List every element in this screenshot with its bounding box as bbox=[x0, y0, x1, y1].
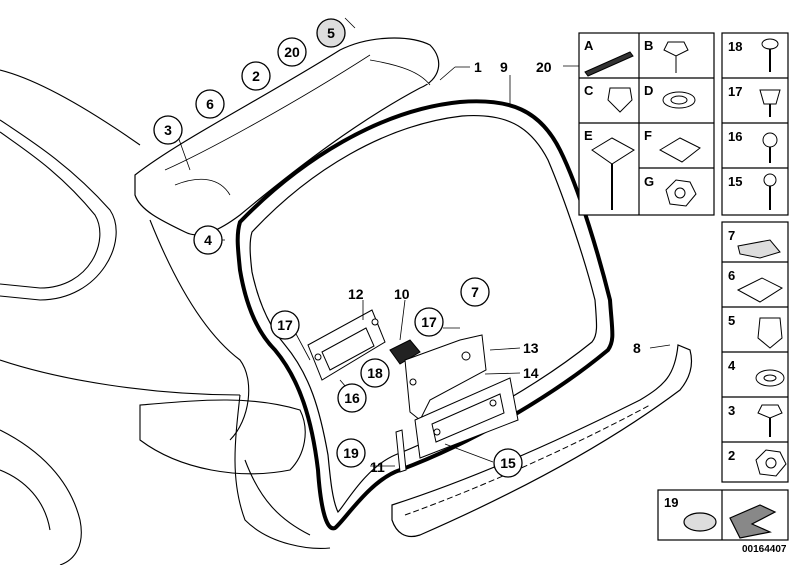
parts-grid-icons bbox=[584, 41, 701, 210]
callout-1: 1 bbox=[474, 59, 482, 75]
parts-column-icons bbox=[736, 38, 787, 477]
callout-11: 11 bbox=[370, 459, 385, 475]
grid-label-D: D bbox=[644, 83, 653, 98]
col-label-2: 2 bbox=[728, 448, 735, 463]
screw-3-icon bbox=[757, 404, 783, 419]
parts-grid bbox=[578, 32, 715, 216]
callout-17a-circle bbox=[270, 310, 300, 340]
clip-6-icon bbox=[736, 277, 784, 303]
callout-20-circle bbox=[277, 37, 307, 67]
diagram-id: 00164407 bbox=[742, 544, 787, 555]
parts-grid-labels: A B C D E F G bbox=[584, 38, 654, 189]
cap-7-icon bbox=[737, 239, 781, 259]
callout-15: 15 bbox=[500, 455, 516, 471]
col-label-6: 6 bbox=[728, 268, 735, 283]
rear-spoiler bbox=[134, 17, 440, 236]
bottom-label-19: 19 bbox=[664, 495, 678, 510]
license-plate-bracket bbox=[404, 334, 487, 421]
clip-17-icon bbox=[759, 89, 781, 105]
clip-icon bbox=[607, 87, 633, 113]
callout-4-circle bbox=[193, 225, 223, 255]
callout-7: 7 bbox=[471, 284, 479, 300]
callout-9: 9 bbox=[500, 59, 508, 75]
callout-12: 12 bbox=[348, 286, 364, 302]
nut-clip-icon bbox=[591, 137, 635, 165]
grid-label-F: F bbox=[644, 128, 652, 143]
screw-15-icon bbox=[763, 173, 777, 187]
clip-5-icon bbox=[757, 317, 783, 349]
callout-20b: 20 bbox=[284, 44, 300, 60]
col-label-18: 18 bbox=[728, 39, 742, 54]
callout-16: 16 bbox=[344, 390, 360, 406]
cap-19-icon bbox=[683, 512, 717, 532]
callout-7-circle bbox=[460, 277, 490, 307]
callout-8: 8 bbox=[633, 340, 641, 356]
col-label-7: 7 bbox=[728, 228, 735, 243]
callout-16-circle bbox=[337, 383, 367, 413]
col-label-17: 17 bbox=[728, 84, 742, 99]
callout-14: 14 bbox=[523, 365, 539, 381]
callout-19: 19 bbox=[343, 445, 359, 461]
callout-3: 3 bbox=[164, 122, 172, 138]
callout-4: 4 bbox=[204, 232, 212, 248]
vehicle-body bbox=[0, 69, 331, 565]
callout-17b-circle bbox=[414, 307, 444, 337]
col-label-16: 16 bbox=[728, 129, 742, 144]
cable-tie-icon bbox=[584, 51, 634, 77]
license-bracket-left bbox=[307, 309, 386, 381]
callout-6: 6 bbox=[206, 96, 214, 112]
screw-16-icon bbox=[762, 132, 778, 148]
spring-nut-icon bbox=[658, 137, 701, 163]
callout-17b: 17 bbox=[421, 314, 437, 330]
grid-label-A: A bbox=[584, 38, 594, 53]
trim-strip-rod bbox=[395, 429, 407, 473]
screw-18-icon bbox=[761, 38, 779, 50]
bottom-panel bbox=[657, 489, 789, 541]
parts-column-labels: 18 17 16 15 7 6 5 4 3 2 bbox=[728, 39, 742, 463]
callout-17a: 17 bbox=[277, 317, 293, 333]
callout-20: 20 bbox=[536, 59, 552, 75]
screw-head-icon bbox=[663, 41, 689, 57]
grid-label-B: B bbox=[644, 38, 653, 53]
grid-label-G: G bbox=[644, 174, 654, 189]
callout-10: 10 bbox=[394, 286, 410, 302]
col-label-5: 5 bbox=[728, 313, 735, 328]
callouts: 1 9 20 3 6 2 20 5 4 12 10 7 17 17 13 14 … bbox=[153, 18, 641, 478]
license-plate-frame bbox=[414, 377, 519, 459]
lower-trim bbox=[391, 344, 693, 538]
arrow-icon bbox=[729, 504, 777, 539]
parts-column bbox=[721, 32, 789, 483]
callout-3-circle bbox=[153, 115, 183, 145]
grid-label-E: E bbox=[584, 128, 593, 143]
callout-2-circle bbox=[241, 61, 271, 91]
col-label-15: 15 bbox=[728, 174, 742, 189]
callout-19-circle bbox=[336, 438, 366, 468]
callout-13: 13 bbox=[523, 340, 539, 356]
switch-module bbox=[389, 339, 421, 365]
callout-18: 18 bbox=[367, 365, 383, 381]
col-label-4: 4 bbox=[728, 358, 736, 373]
callout-6-circle bbox=[195, 89, 225, 119]
callout-15-circle bbox=[493, 448, 523, 478]
grid-label-C: C bbox=[584, 83, 594, 98]
callout-18-circle bbox=[360, 358, 390, 388]
callout-5: 5 bbox=[327, 25, 335, 41]
callout-2: 2 bbox=[252, 68, 260, 84]
callout-5-circle bbox=[316, 18, 346, 48]
col-label-3: 3 bbox=[728, 403, 735, 418]
